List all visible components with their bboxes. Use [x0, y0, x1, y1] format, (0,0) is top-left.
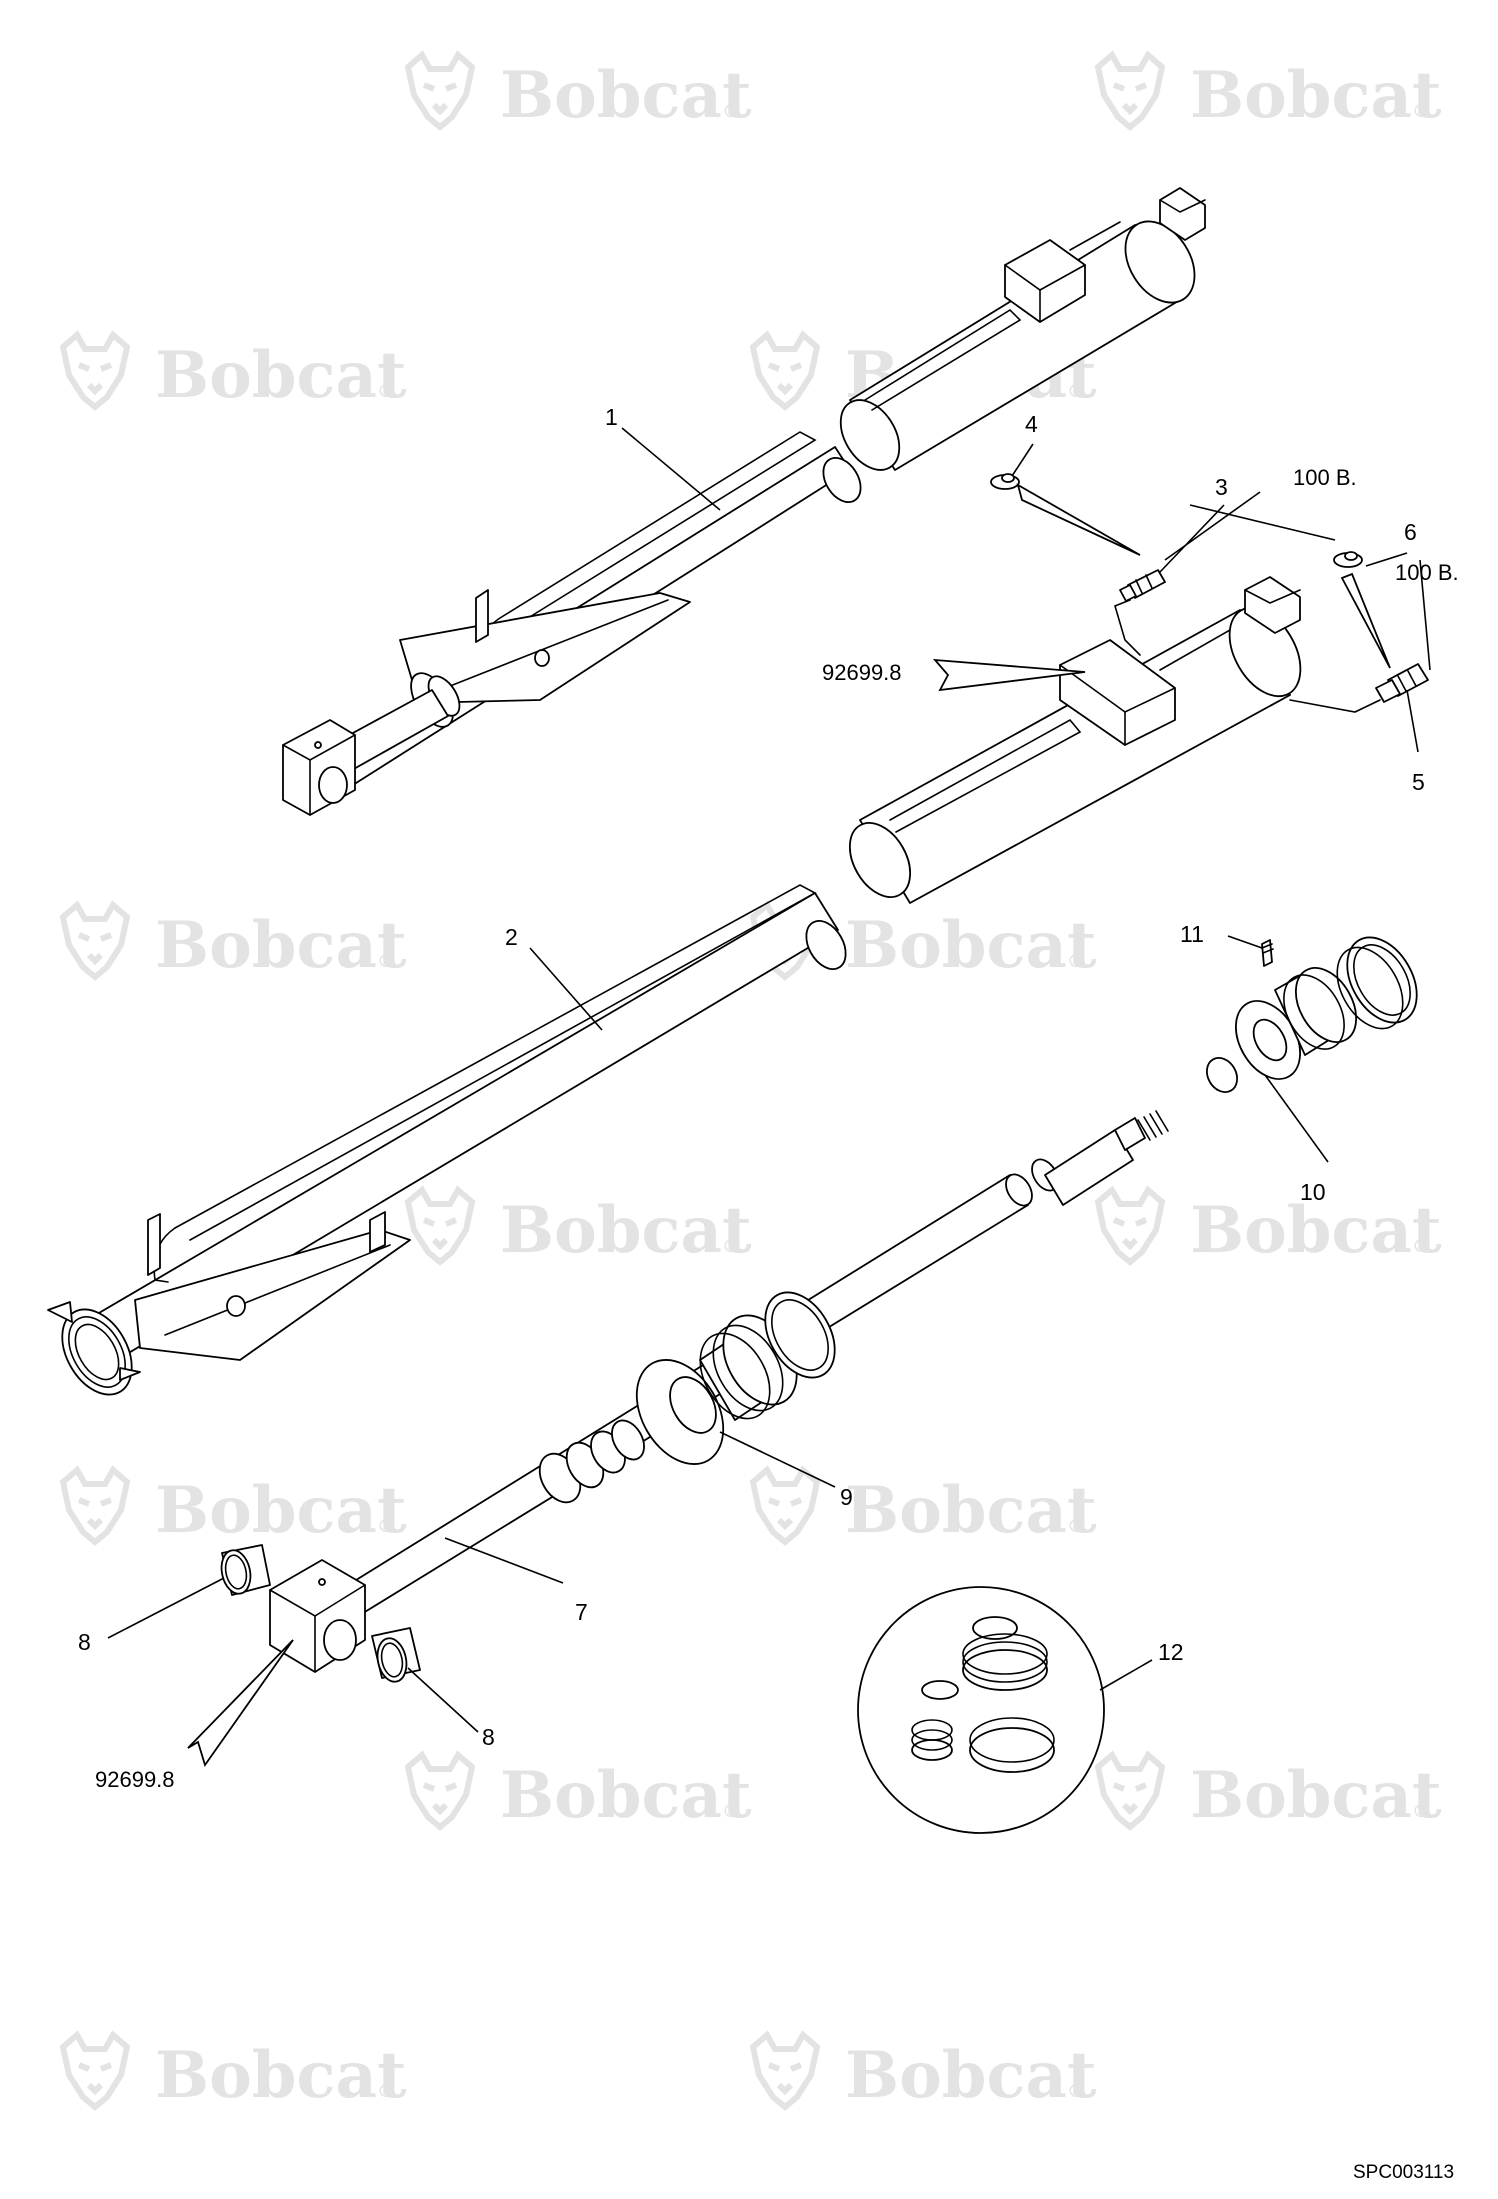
piston-9	[538, 1291, 836, 1504]
callout-12: 12	[1158, 1639, 1184, 1665]
callout-6: 6	[1404, 519, 1417, 545]
cylinder-head-1	[839, 187, 1206, 471]
cylinder-head-10	[1206, 936, 1418, 1093]
watermark-registered-mark: ®	[1067, 381, 1085, 402]
watermark-brand-text: Bobcat	[845, 1473, 1097, 1548]
watermark-brand-text: Bobcat	[845, 908, 1097, 983]
callout-10: 10	[1300, 1179, 1326, 1205]
leader-lines	[107, 427, 1431, 1733]
bobcat-head-icon	[404, 1750, 476, 1831]
callout-2: 2	[505, 924, 518, 950]
callout-9: 9	[840, 1484, 853, 1510]
callout-labels: 1 2 3 4 5 6 7 8 8 9 10 11 12 100 B. 100 …	[78, 404, 1459, 2183]
bobcat-head-icon	[749, 1465, 821, 1546]
bobcat-head-icon	[749, 2030, 821, 2111]
bobcat-head-icon	[59, 330, 131, 411]
bobcat-head-icon	[1094, 1750, 1166, 1831]
watermark-3: Bobcat®	[59, 330, 407, 413]
bobcat-head-icon	[404, 50, 476, 131]
watermark-11: Bobcat®	[404, 1750, 752, 1833]
watermark-registered-mark: ®	[1067, 1516, 1085, 1537]
bobcat-head-icon	[1094, 50, 1166, 131]
watermark-14: Bobcat®	[749, 2030, 1097, 2113]
watermark-registered-mark: ®	[1412, 1801, 1430, 1822]
watermark-9: Bobcat®	[59, 1465, 407, 1548]
bobcat-head-icon	[59, 1465, 131, 1546]
watermark-1: Bobcat®	[404, 50, 752, 133]
watermark-brand-text: Bobcat	[1190, 1758, 1442, 1833]
watermark-layer: Bobcat®Bobcat®Bobcat®Bobcat®Bobcat®Bobca…	[59, 50, 1442, 2113]
watermark-7: Bobcat®	[404, 1185, 752, 1268]
bushings-8	[220, 1544, 421, 1683]
watermark-brand-text: Bobcat	[500, 1758, 752, 1833]
watermark-brand-text: Bobcat	[845, 2038, 1097, 2113]
watermark-registered-mark: ®	[722, 1801, 740, 1822]
watermark-12: Bobcat®	[1094, 1750, 1442, 1833]
watermark-brand-text: Bobcat	[1190, 58, 1442, 133]
bobcat-head-icon	[404, 1185, 476, 1266]
watermark-8: Bobcat®	[1094, 1185, 1442, 1268]
lubricant-pointers	[187, 658, 1086, 1768]
watermark-registered-mark: ®	[377, 381, 395, 402]
watermark-brand-text: Bobcat	[155, 908, 407, 983]
bobcat-head-icon	[59, 900, 131, 981]
torque-note-fitting-5: 100 B.	[1395, 560, 1459, 585]
bobcat-head-icon	[59, 2030, 131, 2111]
watermark-brand-text: Bobcat	[155, 1473, 407, 1548]
barrel-assembly-2	[47, 884, 847, 1396]
watermark-brand-text: Bobcat	[500, 58, 752, 133]
callout-8-left: 8	[78, 1629, 91, 1655]
callout-1: 1	[605, 404, 618, 430]
callout-8-right: 8	[482, 1724, 495, 1750]
callout-4: 4	[1025, 411, 1038, 437]
watermark-registered-mark: ®	[377, 2081, 395, 2102]
watermark-brand-text: Bobcat	[1190, 1193, 1442, 1268]
watermark-10: Bobcat®	[749, 1465, 1097, 1548]
watermark-registered-mark: ®	[1067, 2081, 1085, 2102]
watermark-brand-text: Bobcat	[155, 2038, 407, 2113]
watermark-5: Bobcat®	[59, 900, 407, 983]
watermark-registered-mark: ®	[377, 1516, 395, 1537]
bobcat-head-icon	[1094, 1185, 1166, 1266]
watermark-registered-mark: ®	[1412, 1236, 1430, 1257]
watermark-13: Bobcat®	[59, 2030, 407, 2113]
barrel-assembly-1	[282, 431, 862, 816]
cylinder-head-2	[848, 576, 1381, 904]
callout-7: 7	[575, 1599, 588, 1625]
lubricant-ref-top: 92699.8	[822, 660, 902, 685]
watermark-registered-mark: ®	[722, 1236, 740, 1257]
drawing-code: SPC003113	[1353, 2162, 1454, 2183]
callout-5: 5	[1412, 769, 1425, 795]
watermark-registered-mark: ®	[377, 951, 395, 972]
watermark-brand-text: Bobcat	[155, 338, 407, 413]
seal-kit-12	[857, 1586, 1105, 1834]
watermark-2: Bobcat®	[1094, 50, 1442, 133]
watermark-brand-text: Bobcat	[500, 1193, 752, 1268]
fittings-right	[1333, 551, 1429, 703]
callout-3: 3	[1215, 474, 1228, 500]
torque-note-fitting-3: 100 B.	[1293, 465, 1357, 490]
watermark-registered-mark: ®	[1412, 101, 1430, 122]
bobcat-head-icon	[749, 330, 821, 411]
watermark-registered-mark: ®	[1067, 951, 1085, 972]
callout-11: 11	[1180, 921, 1204, 947]
watermark-registered-mark: ®	[722, 101, 740, 122]
fittings-upper	[990, 473, 1166, 656]
lubricant-ref-bottom: 92699.8	[95, 1767, 175, 1792]
